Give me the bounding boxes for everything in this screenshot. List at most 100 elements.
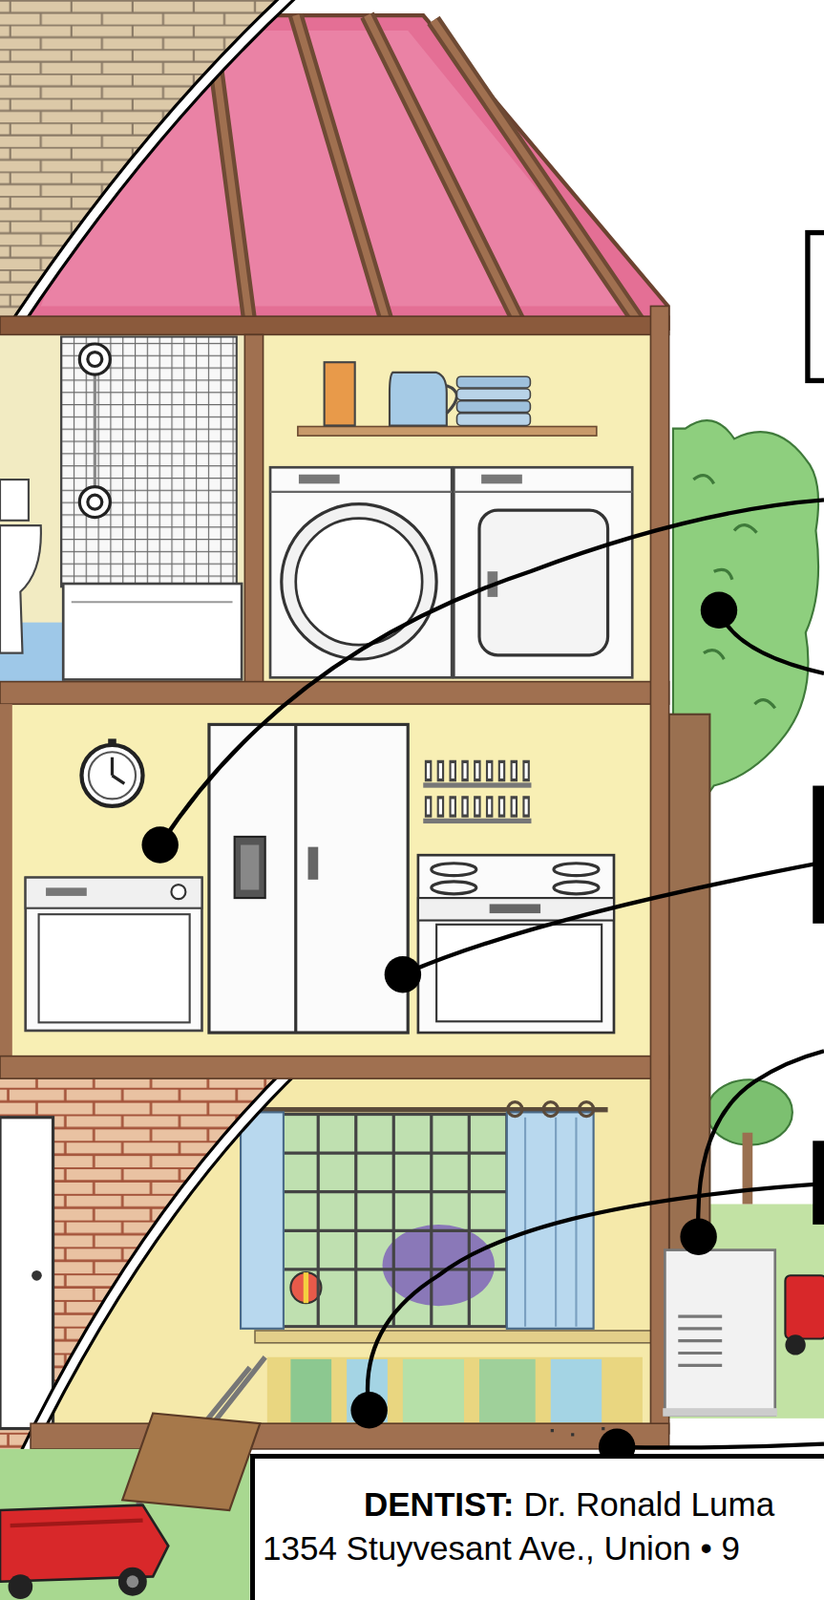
laundry-room	[297, 426, 597, 437]
bathroom	[87, 494, 103, 509]
kitchen	[45, 887, 87, 896]
bathroom	[79, 486, 110, 518]
kitchen	[81, 744, 143, 806]
callout-dot	[700, 591, 738, 629]
lawn-mower	[0, 1504, 169, 1582]
callout-dot	[350, 1391, 387, 1428]
laundry-room	[389, 372, 447, 426]
basement	[280, 1114, 508, 1327]
kitchen	[107, 738, 117, 747]
roof	[209, 15, 641, 325]
basement	[303, 1271, 309, 1303]
bathroom	[87, 352, 103, 367]
kitchen	[553, 881, 599, 894]
laundry-room	[456, 401, 530, 413]
laundry-room	[481, 474, 523, 485]
listing-name: Dr. Ronald Luma	[524, 1486, 776, 1521]
leader-line	[160, 499, 824, 1447]
tree-and-yard	[669, 714, 711, 1307]
kitchen	[294, 723, 297, 1033]
leader-line	[402, 862, 824, 975]
listing-label: DENTIST:	[363, 1486, 515, 1521]
leader-line	[718, 610, 824, 674]
laundry-room	[298, 474, 340, 485]
bathroom	[63, 583, 242, 679]
laundry-room	[281, 504, 437, 659]
kitchen	[489, 903, 541, 913]
basement	[280, 1114, 508, 1327]
kitchen	[209, 723, 408, 1033]
kitchen	[10, 703, 654, 1058]
kitchen	[25, 877, 203, 909]
lawn-mower	[118, 1566, 148, 1596]
lower-brick-wall	[31, 1269, 43, 1281]
tree-and-yard	[742, 1132, 754, 1205]
laundry-room	[456, 413, 530, 426]
upper-brick-wall	[0, 0, 291, 358]
laundry-room	[263, 334, 654, 683]
kitchen	[428, 762, 528, 814]
callout-dot	[141, 591, 738, 1465]
kitchen	[234, 836, 266, 898]
furnace-unit	[677, 1315, 722, 1365]
basement	[240, 1111, 284, 1328]
bathroom	[0, 334, 247, 683]
furnace-unit	[664, 1249, 775, 1416]
upper-brick-wall	[0, 0, 291, 358]
kitchen	[431, 881, 477, 894]
cropped-heading-mark	[812, 1140, 824, 1225]
upper-brick-wall	[0, 0, 291, 353]
cropped-heading-mark	[807, 232, 824, 1225]
furnace-unit	[662, 1249, 778, 1416]
basement	[550, 1358, 602, 1422]
kitchen	[431, 863, 477, 876]
callout-dot	[679, 1217, 717, 1254]
leader-line	[160, 499, 824, 845]
cropped-heading-mark	[807, 232, 824, 381]
kitchen	[240, 845, 259, 890]
house-frame	[244, 334, 263, 683]
kitchen	[553, 863, 599, 876]
kitchen	[111, 757, 125, 784]
bathroom	[93, 373, 97, 488]
house-frame	[0, 305, 670, 1448]
callout-dot	[141, 825, 178, 863]
basement	[402, 1358, 465, 1422]
generator	[784, 1333, 805, 1354]
generator	[784, 1274, 824, 1338]
roof	[209, 15, 641, 325]
laundry-room	[453, 466, 633, 677]
listing-box: DENTIST:Dr. Ronald Luma1354 Stuyvesant A…	[250, 1453, 824, 1600]
lower-brick-wall	[0, 1117, 54, 1429]
laundry-room	[456, 376, 530, 388]
leader-line	[367, 1183, 824, 1410]
house-frame	[0, 681, 670, 705]
kitchen	[422, 781, 531, 787]
bathroom	[0, 334, 247, 683]
house-frame	[30, 1422, 670, 1449]
basement	[254, 1330, 654, 1343]
lawn-mower	[10, 1520, 144, 1525]
lawn-mower	[0, 1356, 266, 1599]
basement	[507, 1101, 523, 1117]
basement	[543, 1101, 558, 1117]
kitchen	[308, 846, 319, 880]
lawn-mower	[8, 1573, 34, 1599]
laundry-room	[324, 361, 356, 425]
basement	[267, 1356, 643, 1423]
basement	[382, 1224, 495, 1306]
laundry-room	[270, 490, 452, 493]
house-frame	[0, 703, 13, 1058]
bathroom	[61, 337, 237, 588]
generator	[784, 1274, 824, 1354]
laundry-room	[453, 490, 633, 493]
leader-line	[697, 1050, 824, 1236]
bathroom	[71, 600, 233, 603]
kitchen	[428, 760, 528, 818]
lawn-mower	[126, 1574, 139, 1587]
basement	[479, 1358, 536, 1422]
callout-dot	[384, 955, 422, 993]
laundry-room	[446, 385, 458, 414]
